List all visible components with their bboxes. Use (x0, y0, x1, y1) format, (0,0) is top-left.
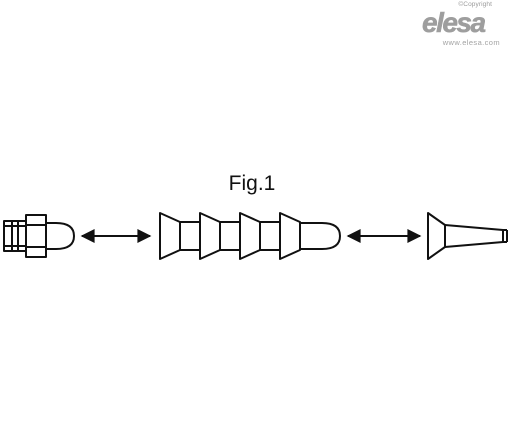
threaded-connector (3, 214, 75, 258)
assembly-diagram (3, 212, 508, 260)
hose-segment-neck (179, 221, 201, 251)
hose-segment (279, 212, 301, 260)
hose-segment-neck (259, 221, 281, 251)
hose-segment-neck (219, 221, 241, 251)
elesa-logo: elesa (422, 7, 488, 38)
hose-segment (159, 212, 181, 260)
hose-segment (239, 212, 261, 260)
figure-title: Fig.1 (228, 172, 276, 195)
elesa-logo-text: elesa (422, 7, 485, 38)
round-nozzle (427, 212, 508, 260)
ball-end (299, 222, 341, 250)
segment-chain (159, 212, 341, 260)
copyright-label: ©Copyright (458, 1, 492, 8)
website-label: www.elesa.com (442, 38, 500, 47)
hose-segment (199, 212, 221, 260)
